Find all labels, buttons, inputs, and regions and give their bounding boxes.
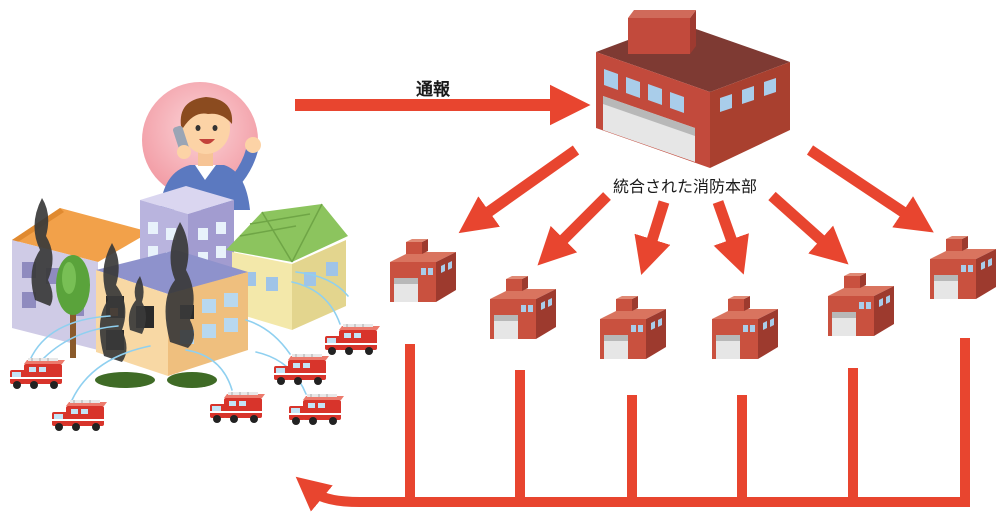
smoke-plumes — [31, 198, 195, 362]
bush — [95, 372, 155, 388]
dispatch-arrows — [458, 145, 934, 275]
burning-buildings-icon — [9, 186, 381, 432]
fire-truck-icon — [209, 391, 266, 424]
fire-station-icon — [930, 236, 996, 299]
report-label: 通報 — [416, 79, 451, 100]
water-sprays — [29, 271, 349, 401]
response-route — [295, 338, 970, 512]
dispatch-arrow — [634, 200, 671, 275]
fire-station-icon — [828, 273, 894, 336]
hq-label: 統合された消防本部 — [613, 177, 757, 196]
fire-truck-icon — [9, 357, 66, 390]
return-arrow — [295, 338, 970, 512]
dispatch-arrow — [537, 192, 611, 266]
tree-icon — [56, 255, 90, 358]
fire-truck-icon — [324, 323, 381, 356]
report-arrow: 通報 — [295, 79, 591, 126]
dispatch-arrow — [712, 200, 749, 275]
fire-truck-icon — [288, 393, 345, 426]
fire-truck-icon — [273, 353, 330, 386]
bush — [167, 372, 217, 388]
fire-station-icon — [712, 296, 778, 359]
fire-truck-icon — [51, 399, 108, 432]
fire-station-icon — [490, 276, 556, 339]
fire-station-icon — [600, 296, 666, 359]
dispatch-arrow — [768, 191, 849, 265]
dispatch-arrow — [458, 145, 580, 234]
fire-station-icon — [390, 239, 456, 302]
fire-headquarters-icon — [596, 10, 790, 168]
dispatch-arrow — [806, 145, 934, 233]
